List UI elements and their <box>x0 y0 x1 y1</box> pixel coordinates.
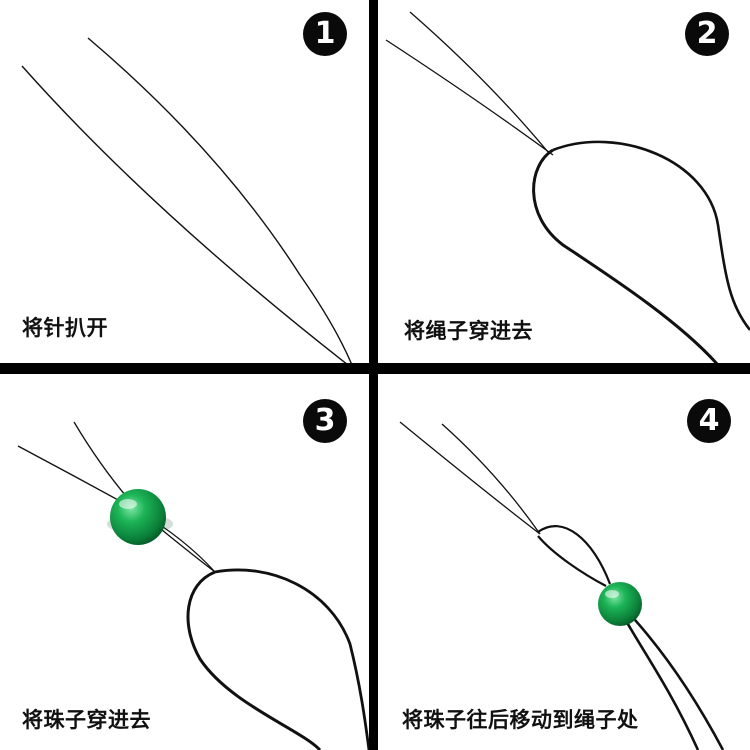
divider-horizontal <box>0 363 750 374</box>
green-bead <box>110 489 166 545</box>
cord-loop-lower <box>532 148 719 363</box>
bead-highlight <box>119 499 137 509</box>
bead-on-needle-illustration <box>17 421 369 750</box>
step-caption: 将针扒开 <box>22 316 108 340</box>
opened-needle-illustration <box>21 37 352 363</box>
step-number-badge: 1 <box>303 12 347 56</box>
cord-tail-right <box>625 609 725 750</box>
divider-vertical <box>369 0 378 750</box>
step-panel-3: 3 将珠子穿进去 <box>0 374 369 750</box>
step-caption: 将珠子往后移动到绳子处 <box>402 708 639 732</box>
needle-wire-left <box>399 421 541 535</box>
needle-wire-left <box>385 39 554 156</box>
bead-on-cord-illustration <box>399 421 725 750</box>
needle-wire-right <box>441 423 541 535</box>
green-bead <box>598 582 642 626</box>
cord-loop-lower <box>186 570 322 750</box>
needle-wire-right <box>409 11 549 153</box>
step-panel-2: 2 将绳子穿进去 <box>378 0 750 363</box>
step-caption: 将绳子穿进去 <box>404 319 533 343</box>
bead-highlight <box>605 590 619 598</box>
step-number-badge: 2 <box>685 12 729 56</box>
step-panel-1: 1 将针扒开 <box>0 0 369 363</box>
step-caption: 将珠子穿进去 <box>22 708 151 732</box>
cord-loop-lower <box>537 535 607 587</box>
needle-wire-left <box>21 65 347 363</box>
step-panel-4: 4 将珠子往后移动到绳子处 <box>378 374 750 750</box>
step-number-badge: 3 <box>303 399 347 443</box>
threaded-cord-illustration <box>385 11 750 363</box>
step-number-badge: 4 <box>687 399 731 443</box>
cord-loop-upper <box>552 140 750 331</box>
cord-loop-upper <box>537 525 612 585</box>
needle-wire-right <box>87 37 352 363</box>
cord-loop-upper <box>214 568 369 750</box>
